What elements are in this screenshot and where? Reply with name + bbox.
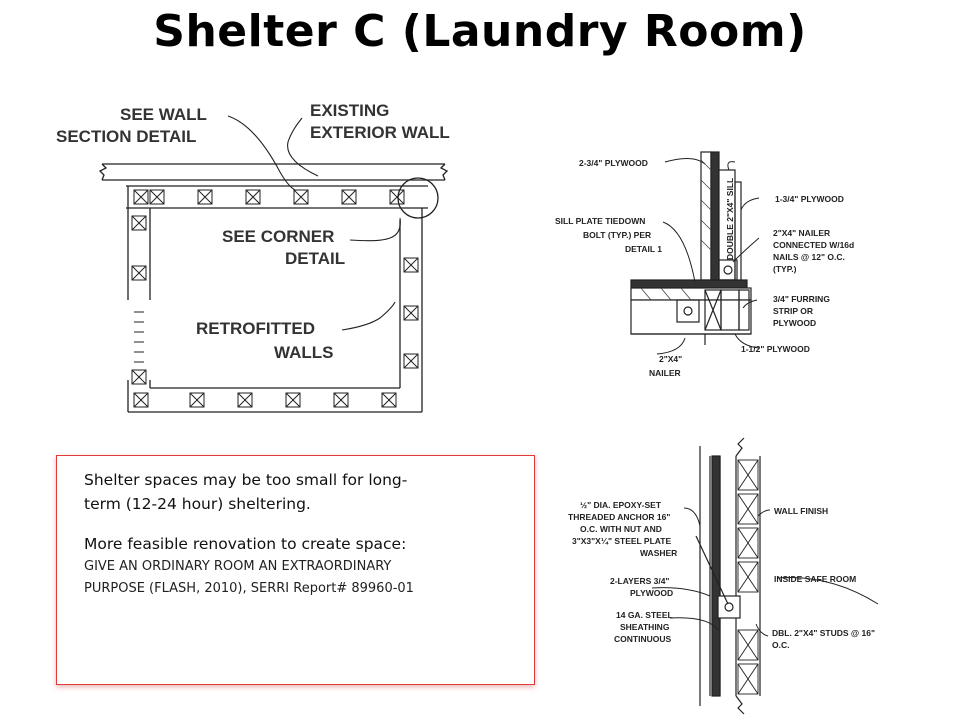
label-anchor-3: O.C. WITH NUT AND	[580, 524, 662, 534]
stud-mark	[285, 392, 301, 408]
note-reference-2: PURPOSE (FLASH, 2010), SERRI Report# 899…	[84, 581, 414, 596]
stud-mark	[737, 629, 759, 661]
stud-mark	[131, 215, 147, 231]
note-box: Shelter spaces may be too small for long…	[56, 455, 535, 685]
label-sill-1: SILL PLATE TIEDOWN	[555, 216, 645, 226]
label-nailer-bottom-1: 2"X4"	[659, 354, 682, 364]
label-plywood-112: 1-1/2" PLYWOOD	[741, 344, 810, 354]
stud-mark	[131, 369, 147, 385]
stud-mark	[737, 561, 759, 593]
stud-mark	[237, 392, 253, 408]
label-nailer-1: 2"X4" NAILER	[773, 228, 830, 238]
stud-mark	[245, 189, 261, 205]
stud-mark	[133, 189, 149, 205]
stud-mark	[737, 527, 759, 559]
door-gap	[122, 300, 158, 380]
stud-mark	[403, 353, 419, 369]
stud-mark	[131, 265, 147, 281]
note-line-3: More feasible renovation to create space…	[84, 535, 407, 553]
stud-mark	[149, 189, 165, 205]
stud-mark	[737, 663, 759, 695]
label-nailer-4: (TYP.)	[773, 264, 797, 274]
label-plywood-134: 1-3/4" PLYWOOD	[775, 194, 844, 204]
label-studs-1: DBL. 2"X4" STUDS @ 16"	[772, 628, 875, 638]
stud-mark	[333, 392, 349, 408]
label-sill-3: DETAIL 1	[625, 244, 662, 254]
stud-mark	[381, 392, 397, 408]
label-anchor-2: THREADED ANCHOR 16"	[568, 512, 670, 522]
stud-mark	[133, 392, 149, 408]
note-line-1: Shelter spaces may be too small for long…	[84, 471, 408, 489]
label-layers-2: PLYWOOD	[630, 588, 673, 598]
label-anchor-4: 3"X3"X¼" STEEL PLATE	[572, 536, 671, 546]
label-steel-3: CONTINUOUS	[614, 634, 671, 644]
slide-title: Shelter C (Laundry Room)	[153, 6, 807, 57]
label-retrofit-2: WALLS	[274, 343, 334, 362]
label-anchor-1: ½" DIA. EPOXY-SET	[580, 500, 662, 510]
label-nailer-2: CONNECTED W/16d	[773, 240, 854, 250]
label-steel-2: SHEATHING	[620, 622, 670, 632]
label-steel-1: 14 GA. STEEL	[616, 610, 673, 620]
label-see-wall-2: SECTION DETAIL	[56, 127, 196, 146]
stud-mark	[197, 189, 213, 205]
stud-mark	[403, 257, 419, 273]
label-studs-2: O.C.	[772, 640, 789, 650]
label-wall-finish: WALL FINISH	[774, 506, 828, 516]
label-retrofit-1: RETROFITTED	[196, 319, 315, 338]
stud-mark	[403, 305, 419, 321]
note-reference-1: GIVE AN ORDINARY ROOM AN EXTRAORDINARY	[84, 559, 392, 574]
label-furring-3: PLYWOOD	[773, 318, 816, 328]
label-nailer-3: NAILS @ 12" O.C.	[773, 252, 845, 262]
stud-mark	[389, 189, 405, 205]
label-nailer-bottom-2: NAILER	[649, 368, 681, 378]
label-corner-2: DETAIL	[285, 249, 345, 268]
label-plywood-234: 2-3/4" PLYWOOD	[579, 158, 648, 168]
label-existing-2: EXTERIOR WALL	[310, 123, 450, 142]
stud-mark	[737, 459, 759, 491]
label-existing-1: EXISTING	[310, 101, 389, 120]
stud-mark	[341, 189, 357, 205]
stud-mark	[737, 493, 759, 525]
label-double-sill: DOUBLE 2"X4" SILL	[725, 178, 735, 260]
label-see-wall-1: SEE WALL	[120, 105, 207, 124]
label-furring-1: 3/4" FURRING	[773, 294, 830, 304]
label-corner-1: SEE CORNER	[222, 227, 334, 246]
label-sill-2: BOLT (TYP.) PER	[583, 230, 651, 240]
label-anchor-5: WASHER	[640, 548, 677, 558]
note-spacer	[84, 516, 520, 532]
corner-detail-diagram: 2-3/4" PLYWOOD 1-3/4" PLYWOOD SILL PLATE…	[555, 151, 854, 378]
label-furring-2: STRIP OR	[773, 306, 813, 316]
wall-section-diagram: ½" DIA. EPOXY-SET THREADED ANCHOR 16" O.…	[568, 437, 879, 715]
label-inside-safe-room: INSIDE SAFE ROOM	[774, 574, 856, 584]
stud-mark	[189, 392, 205, 408]
floor-plan-diagram: SEE WALL SECTION DETAIL EXISTING EXTERIO…	[56, 101, 450, 413]
label-layers-1: 2-LAYERS 3/4"	[610, 576, 669, 586]
note-line-2: term (12-24 hour) sheltering.	[84, 495, 311, 513]
stud-mark	[293, 189, 309, 205]
